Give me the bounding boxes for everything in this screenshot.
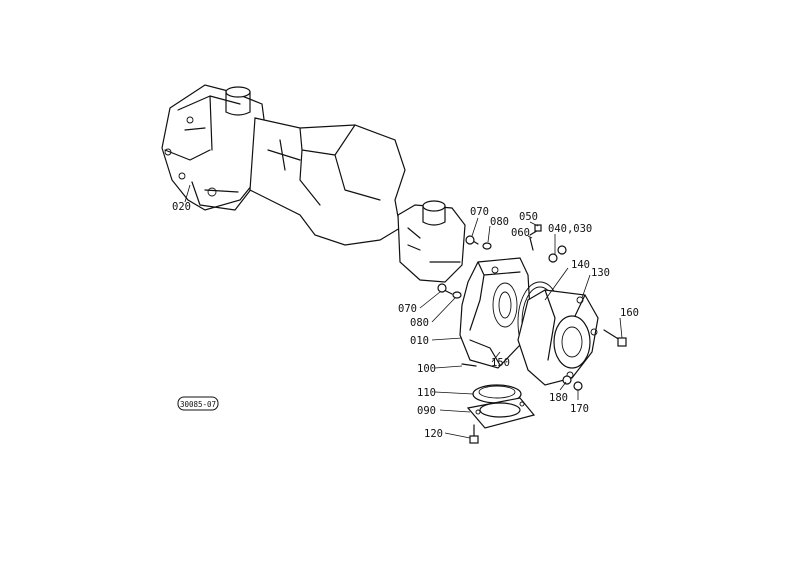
callout-080-lower: 080 <box>410 317 429 329</box>
callout-050: 050 <box>519 211 538 223</box>
leader-lines <box>184 184 623 439</box>
callout-080-upper: 080 <box>490 216 509 228</box>
callout-100: 100 <box>417 363 436 375</box>
callout-010: 010 <box>410 335 429 347</box>
bolt-050 <box>529 224 542 236</box>
washer-080-lower <box>452 291 462 299</box>
knuckle-case <box>459 257 531 369</box>
washer-170 <box>573 381 583 391</box>
pin-100 <box>461 363 477 367</box>
bolt-120 <box>469 424 479 444</box>
callout-120: 120 <box>424 428 443 440</box>
bolt-070-lower <box>437 283 453 295</box>
callout-140: 140 <box>571 259 590 271</box>
callout-110: 110 <box>417 387 436 399</box>
callout-090: 090 <box>417 405 436 417</box>
drawing-code-text: 30085-07 <box>180 400 216 409</box>
callout-040-030: 040,030 <box>548 223 592 235</box>
bolt-160 <box>603 329 627 347</box>
axle-housing <box>161 84 466 283</box>
nut-180 <box>562 375 572 385</box>
callout-060: 060 <box>511 227 530 239</box>
callout-070-upper: 070 <box>470 206 489 218</box>
callout-labels: 020 070 080 050 060 040,030 140 130 160 … <box>172 201 639 440</box>
callout-180: 180 <box>549 392 568 404</box>
pin-060 <box>529 237 534 251</box>
drawing-code-stamp: 30085-07 <box>177 396 219 411</box>
washer-080-upper <box>482 242 492 250</box>
callout-170: 170 <box>570 403 589 415</box>
callout-020: 020 <box>172 201 191 213</box>
seal-flange <box>466 384 536 429</box>
callout-070-lower: 070 <box>398 303 417 315</box>
callout-130: 130 <box>591 267 610 279</box>
nut-040 <box>548 245 567 263</box>
hub-cover-130 <box>517 289 599 386</box>
callout-150: 150 <box>491 357 510 369</box>
bolt-070-upper <box>465 235 479 245</box>
callout-160: 160 <box>620 307 639 319</box>
